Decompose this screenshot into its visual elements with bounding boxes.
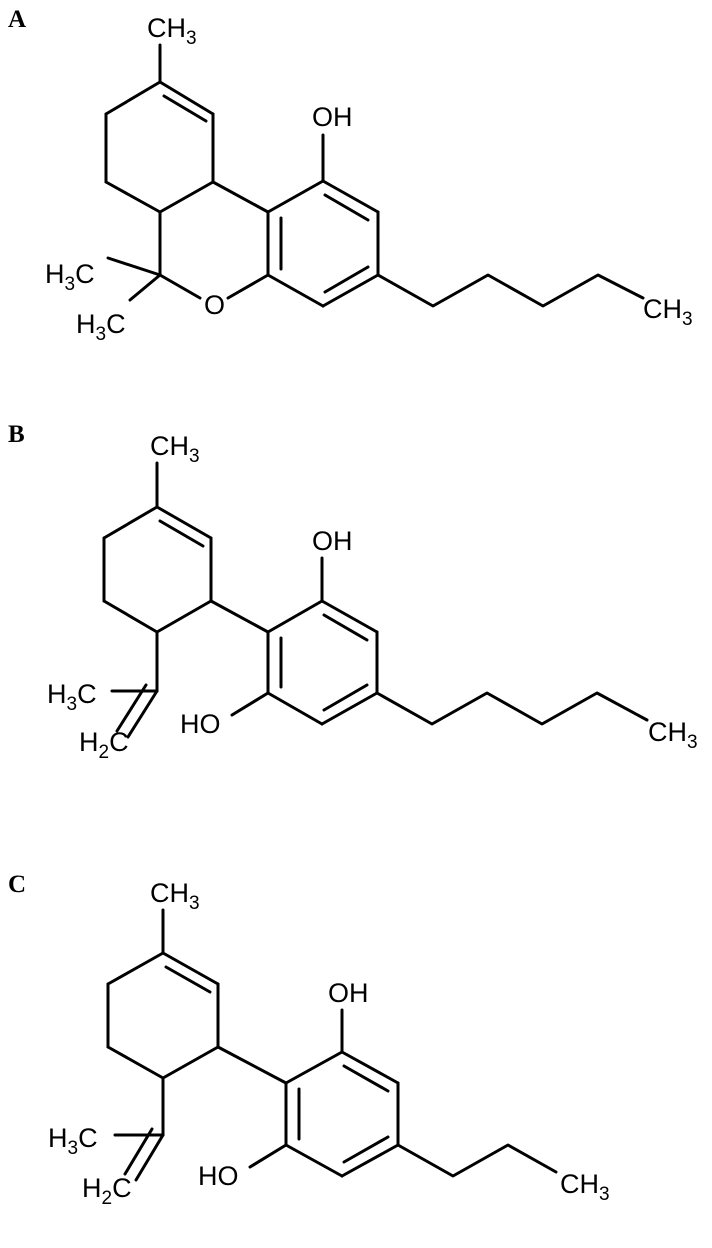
hydroxyl-bottom-label: HO [180,709,221,739]
hydroxyl-bottom-label: HO [198,1161,239,1191]
isopropenyl-methylene-label: H2C [79,727,129,763]
isopropenyl-methyl-label: H3C [48,1123,98,1159]
chain-methyl-label: CH3 [560,1169,610,1205]
panel-label-a: A [8,6,27,33]
gem-methyl-label-2: H3C [76,309,126,345]
ring-oxygen-label: O [204,290,225,320]
methyl-label: CH3 [150,878,200,914]
structure-b-bonds [102,461,649,739]
isopropenyl-methylene-label: H2C [82,1173,132,1209]
hydroxyl-top-label: OH [328,978,369,1008]
methyl-label: CH3 [150,431,200,467]
structure-c-svg: CH3 OH HO H3C H2C CH3 [48,878,610,1209]
structure-a-bonds [104,43,645,308]
methyl-label: CH3 [147,13,197,49]
isopropenyl-methyl-label: H3C [47,679,97,715]
hydroxyl-top-label: OH [312,526,353,556]
structure-b-svg: CH3 OH HO H3C H2C CH3 [47,431,698,763]
structure-a-panel: A [0,0,712,360]
chain-methyl-label: CH3 [643,294,693,330]
structure-c-panel: C [0,865,712,1248]
structure-c-bonds [106,908,558,1182]
panel-label-b: B [8,421,25,448]
chain-methyl-label: CH3 [648,717,698,753]
hydroxyl-label: OH [312,102,353,132]
structure-b-panel: B [0,415,712,815]
panel-label-c: C [8,871,27,898]
structure-a-svg: CH3 OH O H3C H3C CH3 [45,13,693,345]
gem-methyl-label-1: H3C [45,259,95,295]
